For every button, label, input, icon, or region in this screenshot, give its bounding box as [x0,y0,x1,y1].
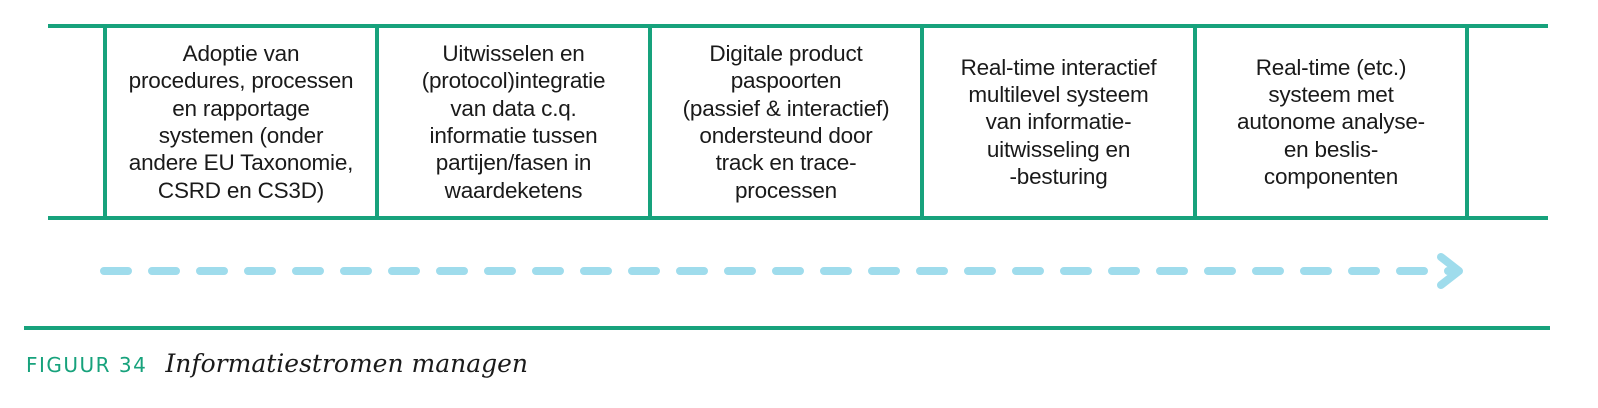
step-cell-1: Adoptie van procedures, processen en rap… [107,28,375,216]
step-text: Real-time interactief multilevel systeem… [960,54,1157,189]
table-bottom-rule [48,216,1548,220]
step-cell-4: Real-time interactief multilevel systeem… [924,28,1193,216]
figure-number: FIGUUR 34 [26,353,148,377]
step-cell-5: Real-time (etc.) systeem met autonome an… [1197,28,1465,216]
column-divider [1193,26,1197,218]
step-text: Digitale product paspoorten (passief & i… [682,41,890,203]
step-text: Adoptie van procedures, processen en rap… [128,41,354,203]
step-cell-2: Uitwisselen en (protocol)integratie van … [379,28,648,216]
step-text: Uitwisselen en (protocol)integratie van … [421,41,606,203]
caption-rule [24,326,1550,330]
step-cell-3: Digitale product paspoorten (passief & i… [652,28,920,216]
column-divider [103,26,107,218]
figure-caption: FIGUUR 34 Informatiestromen managen [26,349,528,378]
figure-title: Informatiestromen managen [165,349,529,378]
column-divider [1465,26,1469,218]
column-divider [920,26,924,218]
step-text: Real-time (etc.) systeem met autonome an… [1237,54,1425,189]
column-divider [648,26,652,218]
column-divider [375,26,379,218]
dashed-right-arrow-icon [100,253,1463,289]
table-top-rule [48,24,1548,28]
